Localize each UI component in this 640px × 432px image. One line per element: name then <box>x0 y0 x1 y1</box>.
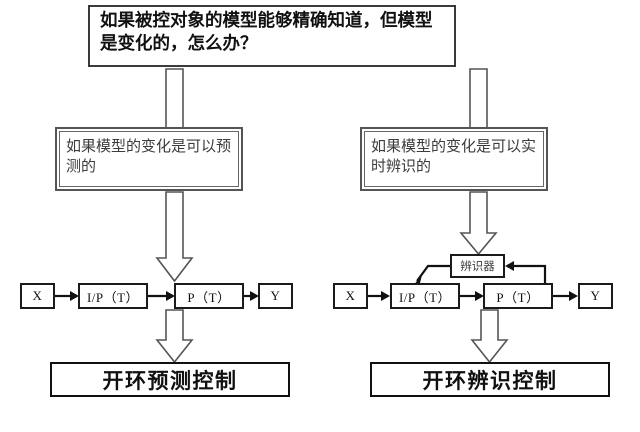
branch-condition-right-inner: 如果模型的变化是可以实时辨识的 <box>364 131 544 187</box>
right-chain-output-y: Y <box>578 283 613 309</box>
identifier-block: 辨识器 <box>450 254 505 278</box>
right-chain-input-x: X <box>333 283 368 309</box>
block-arrow-left-chain-to-conclusion <box>155 309 194 364</box>
block-arrow-right-chain-to-conclusion <box>470 309 509 364</box>
branch-condition-left-inner: 如果模型的变化是可以预测的 <box>59 131 239 187</box>
conclusion-box-right: 开环辨识控制 <box>370 362 610 397</box>
right-chain-plant-pt: P（T） <box>483 283 553 309</box>
left-chain-output-y: Y <box>258 283 293 309</box>
block-arrow-right-branch-to-identifier <box>459 191 498 256</box>
left-chain-controller-ipt: I/P（T） <box>78 283 148 309</box>
conclusion-box-left: 开环预测控制 <box>50 362 290 397</box>
left-chain-input-x: X <box>20 283 55 309</box>
branch-condition-right-label: 如果模型的变化是可以实时辨识的 <box>371 137 537 176</box>
conclusion-right-label: 开环辨识控制 <box>422 368 558 393</box>
conclusion-left-label: 开环预测控制 <box>102 368 238 393</box>
wire-identifier-to-ipt <box>416 264 450 282</box>
arrowhead-right-pt-to-y <box>569 291 578 301</box>
branch-condition-right: 如果模型的变化是可以实时辨识的 <box>360 127 548 191</box>
branch-condition-left-label: 如果模型的变化是可以预测的 <box>66 137 232 176</box>
left-chain-plant-pt: P（T） <box>174 283 244 309</box>
arrowhead-pt-to-identifier <box>505 261 514 271</box>
arrowhead-right-x-to-ipt <box>381 291 390 301</box>
block-arrow-left-branch-to-chain <box>155 191 194 283</box>
question-text: 如果被控对象的模型能够精确知道，但模型是变化的，怎么办？ <box>100 11 433 55</box>
branch-condition-left: 如果模型的变化是可以预测的 <box>55 127 243 191</box>
question-box: 如果被控对象的模型能够精确知道，但模型是变化的，怎么办？ <box>88 5 456 67</box>
right-chain-controller-ipt: I/P（T） <box>390 283 460 309</box>
